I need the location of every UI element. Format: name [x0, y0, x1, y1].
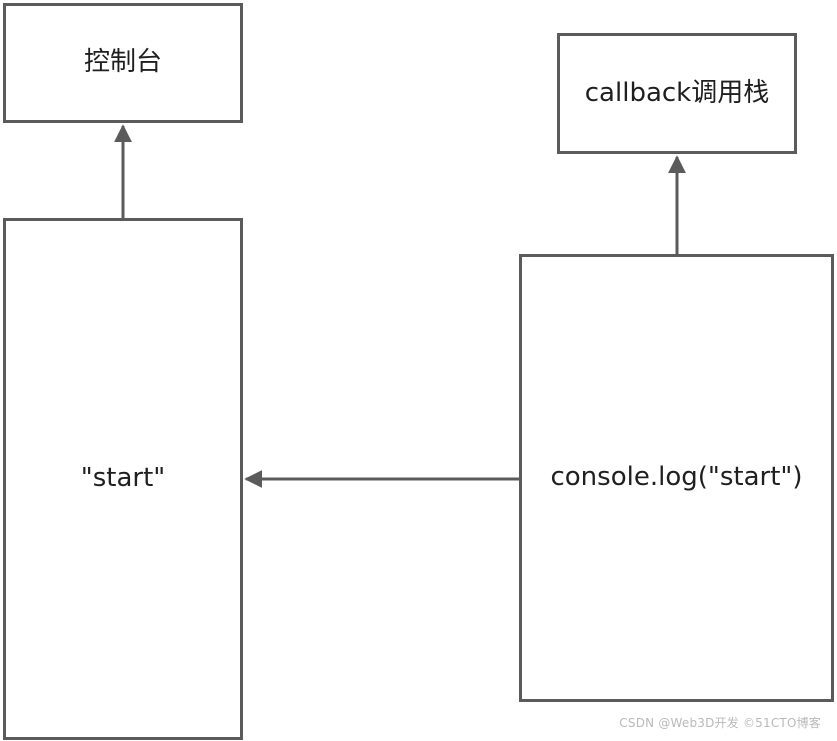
start-value-node: "start"	[3, 218, 243, 740]
callback-stack-node: callback调用栈	[557, 33, 797, 154]
watermark: CSDN @Web3D开发 ©51CTO博客	[619, 716, 821, 730]
start-value-node-label: "start"	[80, 463, 166, 494]
callback-stack-node-label: callback调用栈	[584, 77, 770, 108]
log-call-node-label: console.log("start")	[550, 462, 803, 493]
console-node: 控制台	[3, 3, 243, 123]
log-call-node: console.log("start")	[519, 254, 834, 702]
console-node-label: 控制台	[83, 47, 162, 78]
